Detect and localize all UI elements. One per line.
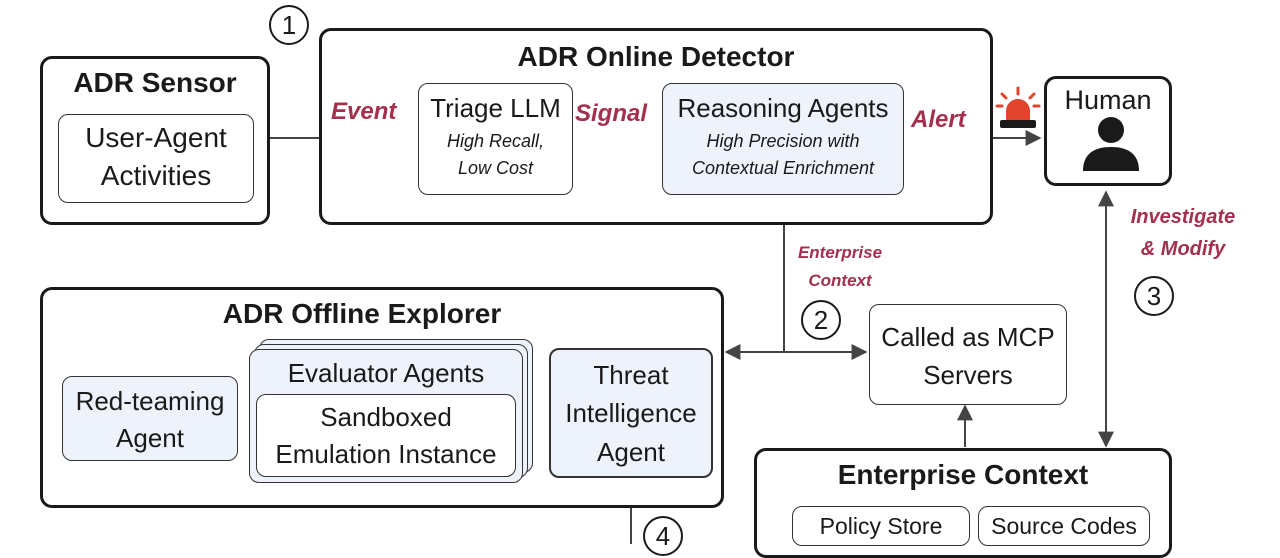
step-badge-2: 2 (801, 300, 841, 340)
user-agent-line2: Activities (100, 159, 212, 191)
reasoning-agents-line1: High Precision with (706, 130, 860, 151)
human-title: Human (1064, 85, 1152, 115)
context-line1: Enterprise (797, 243, 883, 262)
triage-llm-title: Triage LLM (430, 93, 561, 123)
triage-llm-line1: High Recall, (446, 130, 545, 151)
investigate-label: Investigate & Modify (1118, 201, 1248, 265)
sandboxed-emulation-box: Sandboxed Emulation Instance (256, 394, 516, 477)
enterprise-context-label: Enterprise Context (786, 239, 894, 295)
human-box: Human (1044, 76, 1172, 186)
triage-llm-box: Triage LLM High Recall, Low Cost (418, 83, 573, 195)
red-teaming-line2: Agent (116, 422, 184, 453)
reasoning-agents-line2: Contextual Enrichment (691, 157, 875, 178)
alarm-siren-icon (995, 86, 1041, 128)
policy-store-box: Policy Store (792, 506, 970, 546)
context-line2: Context (808, 271, 872, 290)
person-icon (1083, 117, 1139, 171)
threat-line2: Intelligence (565, 398, 697, 429)
sandboxed-line1: Sandboxed (320, 402, 452, 432)
event-label: Event (331, 98, 397, 125)
step-badge-3: 3 (1134, 276, 1174, 316)
mcp-line2: Servers (923, 359, 1013, 390)
offline-explorer-title: ADR Offline Explorer (222, 298, 502, 329)
online-detector-title: ADR Online Detector (517, 41, 795, 72)
step-badge-1: 1 (269, 5, 309, 45)
adr-sensor-title: ADR Sensor (73, 67, 237, 98)
diagram-canvas: 1 2 3 4 ADR Online Detector Triage LLM H… (40, 5, 1248, 558)
threat-line3: Agent (597, 436, 665, 467)
mcp-servers-box: Called as MCP Servers (869, 304, 1067, 405)
evaluator-agents-title: Evaluator Agents (287, 358, 485, 388)
reasoning-agents-box: Reasoning Agents High Precision with Con… (662, 83, 904, 195)
red-teaming-line1: Red-teaming (75, 386, 225, 416)
signal-label: Signal (575, 100, 648, 127)
sandboxed-line2: Emulation Instance (275, 438, 497, 469)
alert-label: Alert (911, 106, 966, 133)
mcp-line1: Called as MCP (881, 322, 1055, 352)
user-agent-line1: User-Agent (85, 122, 227, 153)
step-badge-4: 4 (643, 516, 683, 556)
user-agent-activities-box: User-Agent Activities (58, 114, 254, 203)
threat-intelligence-agent-box: Threat Intelligence Agent (549, 348, 713, 478)
investigate-line2: & Modify (1140, 238, 1226, 260)
red-teaming-agent-box: Red-teaming Agent (62, 376, 238, 461)
investigate-line1: Investigate (1130, 206, 1236, 228)
source-codes-box: Source Codes (978, 506, 1150, 546)
enterprise-context-title: Enterprise Context (837, 459, 1089, 490)
threat-line1: Threat (593, 360, 669, 390)
triage-llm-line2: Low Cost (457, 157, 534, 178)
reasoning-agents-title: Reasoning Agents (677, 93, 889, 123)
